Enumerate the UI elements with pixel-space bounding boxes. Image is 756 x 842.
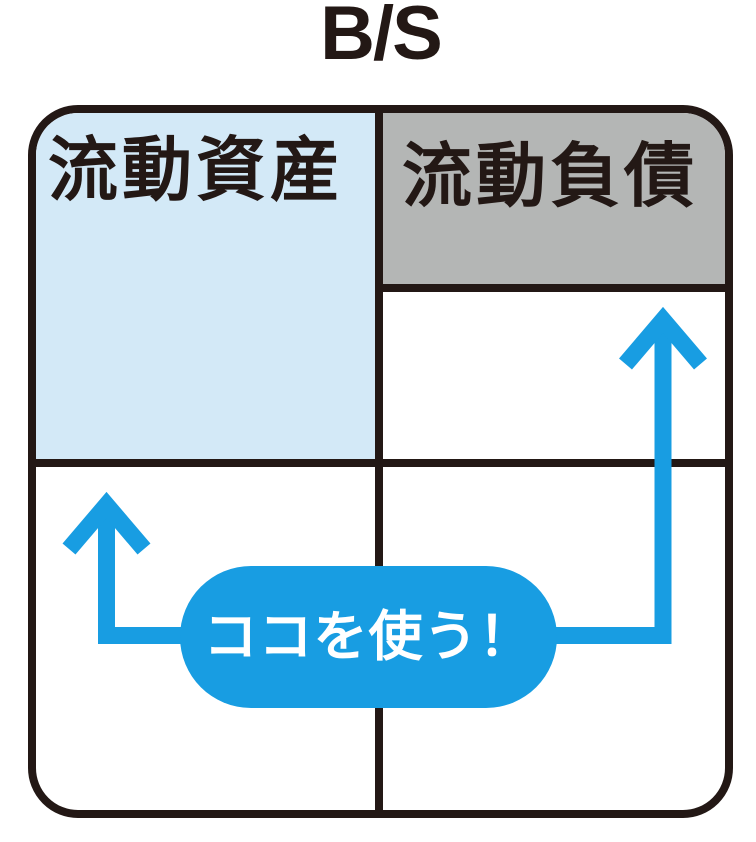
callout-label: ココを使う！	[203, 607, 534, 667]
current-assets-cell	[36, 113, 383, 467]
current-assets-label: 流動資産	[48, 131, 344, 209]
horizontal-divider	[36, 459, 725, 467]
diagram-title: B/S	[320, 0, 443, 76]
balance-sheet-box: 流動資産 流動負債	[28, 105, 733, 818]
current-liabilities-cell	[375, 113, 725, 284]
callout-pill: ココを使う！	[180, 566, 557, 708]
current-liabilities-label: 流動負債	[402, 137, 698, 215]
liabilities-bottom-divider	[375, 284, 725, 292]
